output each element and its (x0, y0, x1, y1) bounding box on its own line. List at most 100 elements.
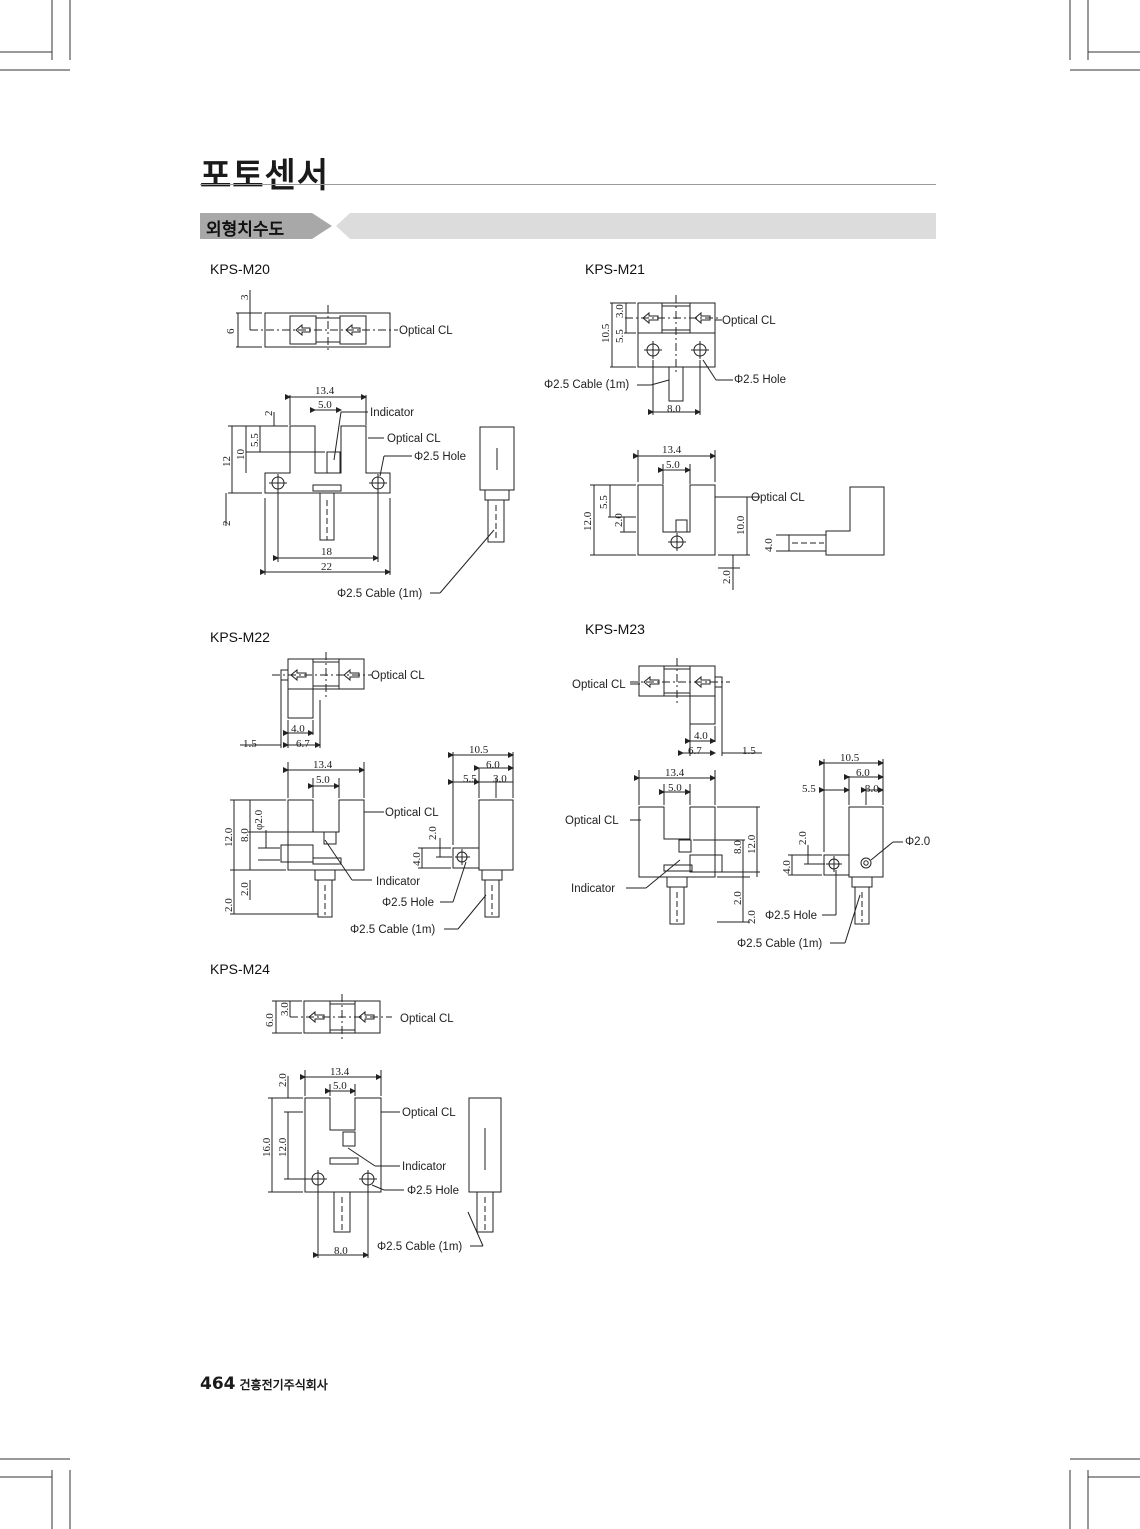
m24-optical-cl-top: Optical CL (400, 1013, 454, 1025)
m23-optical-cl-top: Optical CL (572, 679, 626, 691)
m23-dim-8-0: 8.0 (732, 840, 744, 854)
m21-dim-5-5b: 5.5 (598, 495, 610, 509)
page-title: 포토센서 (200, 156, 330, 196)
m22-dim-phi-2-0: φ2.0 (253, 809, 265, 830)
m24-dim-16-0: 16.0 (261, 1137, 273, 1157)
m24-hole: Φ2.5 Hole (407, 1185, 459, 1197)
drawing-m20-top (236, 290, 398, 352)
m20-indicator: Indicator (370, 407, 414, 419)
m22-dim-4-0b: 4.0 (411, 852, 423, 866)
m22-hole: Φ2.5 Hole (382, 897, 434, 909)
model-title-m24: KPS-M24 (210, 961, 270, 977)
m22-optical-cl: Optical CL (385, 807, 439, 819)
m21-dim-2-0: 2.0 (613, 513, 625, 527)
m23-dim-5-5: 5.5 (802, 783, 816, 795)
m24-optical-cl: Optical CL (402, 1107, 456, 1119)
drawing-m20-side (430, 426, 515, 594)
drawing-m23-front (626, 770, 760, 925)
m24-cable: Φ2.5 Cable (1m) (377, 1241, 462, 1253)
m21-dim-13-4: 13.4 (662, 444, 682, 456)
m20-dim-6: 6 (225, 328, 237, 334)
m21-dim-2-0b: 2.0 (721, 570, 733, 584)
m23-dim-4-0b: 4.0 (781, 860, 793, 874)
m21-dim-4-0: 4.0 (763, 538, 775, 552)
m22-dim-10-5: 10.5 (469, 744, 489, 756)
page-number: 464 (200, 1374, 236, 1394)
m22-dim-4-0: 4.0 (291, 723, 305, 735)
m24-dim-6-0: 6.0 (264, 1013, 276, 1027)
m20-dim-18: 18 (321, 546, 333, 558)
m21-optical-cl-top: Optical CL (722, 315, 776, 327)
m24-indicator: Indicator (402, 1161, 446, 1173)
m20-dim-5-5: 5.5 (249, 433, 261, 447)
m20-dim-10: 10 (235, 449, 247, 461)
m22-dim-2-0: 2.0 (223, 898, 235, 912)
m20-dim-13-4: 13.4 (315, 385, 335, 397)
drawing-m20-front (225, 394, 412, 575)
m22-dim-5-5: 5.5 (463, 773, 477, 785)
m20-dim-3: 3 (239, 294, 251, 300)
m24-dim-3-0: 3.0 (279, 1002, 291, 1016)
drawing-m22-top (240, 652, 372, 748)
m21-dim-8-0: 8.0 (667, 403, 681, 415)
m23-cable: Φ2.5 Cable (1m) (737, 938, 822, 950)
m24-dim-5-0: 5.0 (333, 1080, 347, 1092)
company-name: 건흥전기주식회사 (239, 1378, 328, 1392)
m22-dim-5-0: 5.0 (316, 774, 330, 786)
m20-dim-5-0: 5.0 (318, 399, 332, 411)
m23-dim-12-0: 12.0 (746, 834, 758, 854)
m24-dim-13-4: 13.4 (330, 1066, 350, 1078)
m22-dim-1-5: 1.5 (243, 738, 257, 750)
m21-hole: Φ2.5 Hole (734, 374, 786, 386)
drawing-m22-side (418, 752, 514, 930)
m23-dim-2-0b: 2.0 (746, 910, 758, 924)
drawing-m24-front (268, 1070, 404, 1258)
m24-dim-12-0: 12.0 (277, 1137, 289, 1157)
m21-dim-10-0: 10.0 (735, 515, 747, 535)
model-title-m22: KPS-M22 (210, 629, 270, 645)
m20-dim-2: 2 (263, 411, 275, 417)
drawing-m22-front (230, 762, 384, 918)
drawing-m21-front (590, 450, 760, 590)
section-title: 외형치수도 (206, 220, 285, 240)
m20-cable: Φ2.5 Cable (1m) (337, 588, 422, 600)
m23-dim-10-5: 10.5 (840, 752, 860, 764)
drawing-m21-side (776, 486, 885, 556)
m22-dim-13-4: 13.4 (313, 759, 333, 771)
m23-optical-cl: Optical CL (565, 815, 619, 827)
title-rule (200, 184, 936, 185)
m20-dim-12: 12 (221, 456, 233, 467)
m22-dim-3-0: 3.0 (493, 773, 507, 785)
m23-dim-5-0: 5.0 (668, 782, 682, 794)
m23-dim-6-0: 6.0 (856, 767, 870, 779)
m23-dim-4-0: 4.0 (694, 730, 708, 742)
m20-dim-2b: 2 (221, 521, 233, 527)
m23-hole: Φ2.5 Hole (765, 910, 817, 922)
m21-dim-3-0: 3.0 (614, 304, 626, 318)
m22-cable: Φ2.5 Cable (1m) (350, 924, 435, 936)
model-title-m20: KPS-M20 (210, 261, 270, 277)
m22-dim-6-0: 6.0 (486, 759, 500, 771)
m22-dim-12-0: 12.0 (223, 827, 235, 847)
drawing-m24-top (272, 994, 392, 1040)
m21-dim-5-5: 5.5 (614, 329, 626, 343)
m21-dim-5-0: 5.0 (666, 459, 680, 471)
m23-dim-2-0: 2.0 (732, 891, 744, 905)
m21-optical-cl: Optical CL (751, 492, 805, 504)
m23-phi-2-0: Φ2.0 (905, 836, 930, 848)
m22-dim-2-0c: 2.0 (427, 826, 439, 840)
m22-optical-cl-top: Optical CL (371, 670, 425, 682)
m22-dim-6-7: 6.7 (296, 738, 310, 750)
m23-dim-6-7: 6.7 (688, 745, 702, 757)
model-title-m23: KPS-M23 (585, 621, 645, 637)
m24-dim-8-0: 8.0 (334, 1245, 348, 1257)
m21-cable: Φ2.5 Cable (1m) (544, 379, 629, 391)
m20-dim-22: 22 (321, 561, 332, 573)
drawing-m23-top (630, 658, 762, 756)
m23-dim-13-4: 13.4 (665, 767, 685, 779)
m22-dim-8-0: 8.0 (239, 828, 251, 842)
m23-dim-1-5: 1.5 (742, 745, 756, 757)
